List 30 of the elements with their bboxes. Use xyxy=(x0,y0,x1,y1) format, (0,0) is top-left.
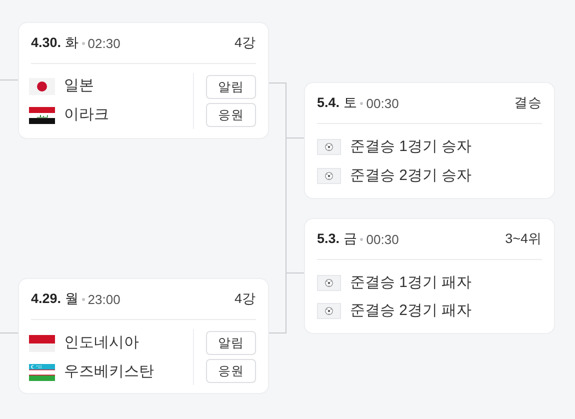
slot-label: 준결승 1경기 승자 xyxy=(350,137,472,157)
notify-button: 알림 xyxy=(206,331,256,355)
date-text: 5.4. 토 xyxy=(317,94,358,112)
slot-label: 준결승 2경기 승자 xyxy=(350,166,472,186)
date-text: 4.29. 월 xyxy=(31,290,79,308)
slot-label: 준결승 1경기 패자 xyxy=(350,273,472,293)
slot-label: 준결승 2경기 패자 xyxy=(350,301,472,321)
match-card xyxy=(305,83,554,198)
date-text: 5.3. 금 xyxy=(317,230,358,248)
time-text: 02:30 xyxy=(88,36,120,50)
notify-button: 알림 xyxy=(206,75,256,99)
time-text: 00:30 xyxy=(366,96,399,110)
bracket-line xyxy=(268,272,306,334)
time-text: 23:00 xyxy=(88,292,120,306)
round-label: 3~4위 xyxy=(505,230,542,248)
bracket-line xyxy=(0,332,20,334)
round-label: 4강 xyxy=(234,34,256,52)
team-name: 인도네시아 xyxy=(64,333,139,353)
cheer-button: 응원 xyxy=(206,103,256,127)
team-name: 우즈베키스탄 xyxy=(64,362,154,382)
match-card xyxy=(19,23,268,138)
team-name: 이라크 xyxy=(64,105,109,125)
round-label: 결승 xyxy=(514,94,542,112)
date-text: 4.30. 화 xyxy=(31,34,79,52)
cheer-button: 응원 xyxy=(206,359,256,383)
team-name: 일본 xyxy=(64,76,94,96)
match-card xyxy=(19,279,268,393)
match-card xyxy=(305,219,554,333)
round-label: 4강 xyxy=(234,290,256,308)
time-text: 00:30 xyxy=(366,232,399,246)
